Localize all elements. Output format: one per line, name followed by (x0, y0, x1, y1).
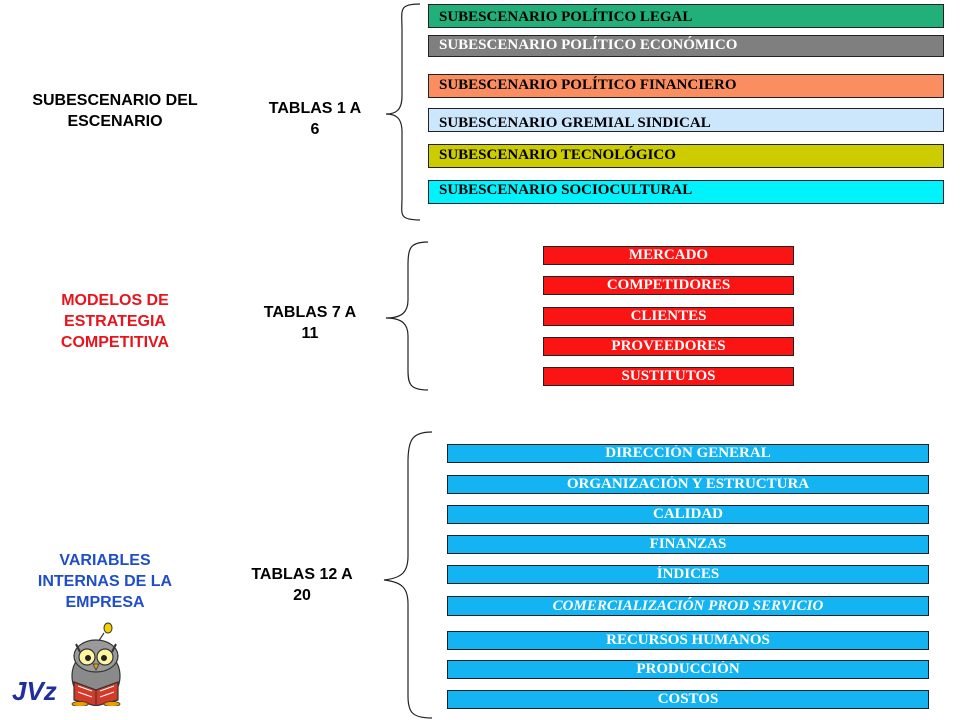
bar-gremial-sindical: SUBESCENARIO GREMIAL SINDICAL (428, 108, 944, 132)
bar-indices: ÍNDICES (447, 565, 929, 584)
title-line: COMPETITIVA (60, 334, 170, 351)
jvz-logo-text: JVz (12, 676, 57, 706)
owl-reading-book-icon (71, 622, 121, 706)
bar-tecnologico: SUBESCENARIO TECNOLÓGICO (428, 144, 944, 168)
bar-sustitutos: SUSTITUTOS (543, 367, 794, 386)
bar-organizacion-estructura: ORGANIZACIÓN Y ESTRUCTURA (447, 475, 929, 494)
section-title-modelos: MODELOS DE ESTRATEGIA COMPETITIVA (20, 290, 210, 353)
title-line: VARIABLES (59, 552, 151, 569)
bar-competidores: COMPETIDORES (543, 276, 794, 295)
tables-line: TABLAS 12 A (251, 566, 353, 583)
tables-label-1-6: TABLAS 1 A 6 (250, 98, 380, 140)
title-line: SUBESCENARIO DEL (32, 92, 198, 109)
bar-costos: COSTOS (447, 690, 929, 709)
bar-politico-economico: SUBESCENARIO POLÍTICO ECONÓMICO (428, 35, 944, 57)
bar-clientes: CLIENTES (543, 307, 794, 326)
bar-proveedores: PROVEEDORES (543, 337, 794, 356)
bar-sociocultural: SUBESCENARIO SOCIOCULTURAL (428, 180, 944, 204)
bar-recursos-humanos: RECURSOS HUMANOS (447, 631, 929, 650)
bar-mercado: MERCADO (543, 246, 794, 265)
bar-finanzas: FINANZAS (447, 535, 929, 554)
bar-calidad: CALIDAD (447, 505, 929, 524)
tables-line: 6 (310, 121, 320, 138)
tables-line: TABLAS 1 A (268, 100, 362, 117)
section-title-escenario: SUBESCENARIO DEL ESCENARIO (20, 90, 210, 132)
title-line: EMPRESA (65, 594, 145, 611)
tables-line: 20 (293, 587, 311, 604)
bar-direccion-general: DIRECCIÓN GENERAL (447, 444, 929, 463)
tables-line: 11 (301, 325, 319, 342)
title-line: INTERNAS DE LA (37, 573, 173, 590)
bar-politico-financiero: SUBESCENARIO POLÍTICO FINANCIERO (428, 74, 944, 98)
tables-label-12-20: TABLAS 12 A 20 (237, 564, 367, 606)
tables-label-7-11: TABLAS 7 A 11 (245, 302, 375, 344)
tables-line: TABLAS 7 A (263, 304, 357, 321)
bar-politico-legal: SUBESCENARIO POLÍTICO LEGAL (428, 4, 944, 28)
title-line: MODELOS DE (61, 292, 169, 309)
bar-produccion: PRODUCCIÓN (447, 660, 929, 679)
bar-comercializacion: COMERCIALIZACIÓN PROD SERVICIO (447, 596, 929, 616)
title-line: ESCENARIO (67, 113, 163, 130)
title-line: ESTRATEGIA (64, 313, 166, 330)
section-title-variables: VARIABLES INTERNAS DE LA EMPRESA (10, 550, 200, 613)
